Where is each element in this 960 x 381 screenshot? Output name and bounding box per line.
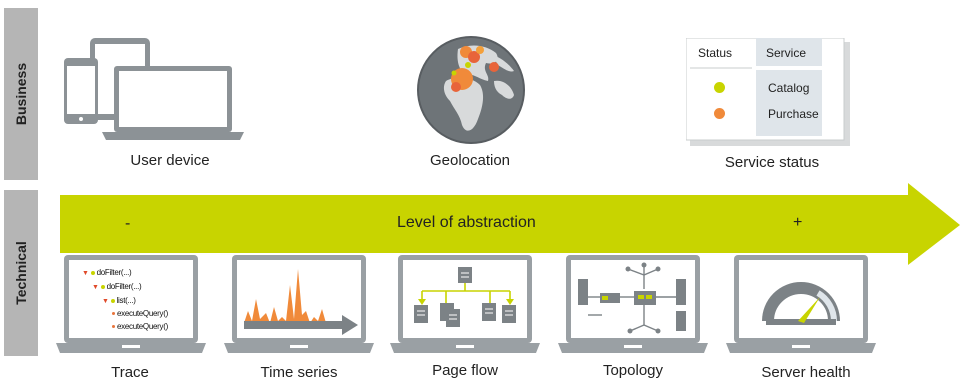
technical-label-text: Technical (13, 241, 29, 305)
abstraction-plus: + (793, 214, 803, 231)
time-series-laptop-icon (224, 255, 374, 353)
service-status-table: Status Service Catalog Purchase (686, 38, 852, 148)
service-status-caption: Service status (724, 154, 820, 171)
trace-caption: Trace (111, 364, 149, 381)
status-dot-catalog (714, 82, 725, 93)
trace-line-4: executeQuery() (112, 309, 168, 318)
business-row-label: Business (4, 8, 38, 180)
trace-line-5: executeQuery() (112, 322, 168, 331)
user-device-caption: User device (130, 152, 210, 169)
page-flow-caption: Page flow (432, 362, 498, 379)
topology-laptop-icon (558, 255, 708, 353)
service-header: Service (766, 46, 807, 60)
business-label-text: Business (13, 62, 29, 126)
globe-icon (417, 36, 525, 144)
status-header: Status (698, 46, 733, 60)
status-dot-purchase (714, 108, 725, 119)
service-catalog: Catalog (768, 81, 810, 95)
abstraction-arrow (60, 183, 960, 265)
server-health-caption: Server health (761, 364, 851, 381)
abstraction-minus: - (125, 215, 131, 232)
trace-laptop-icon (56, 255, 206, 353)
trace-line-2: ▼ doFilter(...) (92, 282, 142, 291)
abstraction-label: Level of abstraction (397, 214, 536, 231)
topology-caption: Topology (602, 362, 664, 379)
service-purchase: Purchase (768, 107, 819, 121)
page-flow-laptop-icon (390, 255, 540, 353)
user-device-icon (64, 38, 244, 140)
trace-line-3: ▼ list(...) (102, 296, 136, 305)
geolocation-caption: Geolocation (429, 152, 511, 169)
server-health-laptop-icon (726, 255, 876, 353)
technical-row-label: Technical (4, 190, 38, 356)
trace-line-1: ▼ doFilter(...) (82, 268, 132, 277)
time-series-caption: Time series (260, 364, 338, 381)
